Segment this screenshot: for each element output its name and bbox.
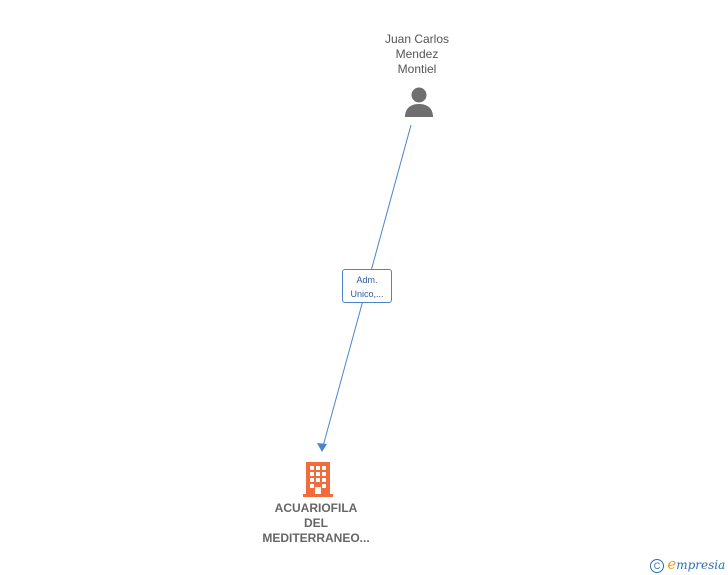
relation-label[interactable]: Adm. Unico,... bbox=[342, 269, 392, 303]
person-icon[interactable] bbox=[402, 86, 436, 118]
brand-name: mpresia bbox=[676, 558, 726, 572]
edge-arrowhead bbox=[317, 443, 327, 452]
person-name-line2: Mendez bbox=[395, 47, 439, 61]
copyright-icon: C bbox=[650, 558, 664, 573]
company-name-line3: MEDITERRANEO... bbox=[262, 531, 370, 545]
empresia-watermark: C empresia bbox=[650, 555, 725, 573]
company-name-line2: DEL bbox=[304, 516, 328, 530]
person-name-line3: Montiel bbox=[397, 62, 437, 76]
building-icon[interactable] bbox=[302, 460, 334, 498]
person-name-label[interactable]: Juan Carlos Mendez Montiel bbox=[357, 32, 477, 77]
relation-label-line1: Adm. bbox=[356, 275, 378, 285]
company-name-label[interactable]: ACUARIOFILA DEL MEDITERRANEO... bbox=[246, 501, 386, 546]
company-name-line1: ACUARIOFILA bbox=[274, 501, 358, 515]
person-name-line1: Juan Carlos bbox=[384, 32, 450, 46]
brand-initial: e bbox=[667, 555, 677, 573]
relation-label-line2: Unico,... bbox=[350, 289, 384, 299]
